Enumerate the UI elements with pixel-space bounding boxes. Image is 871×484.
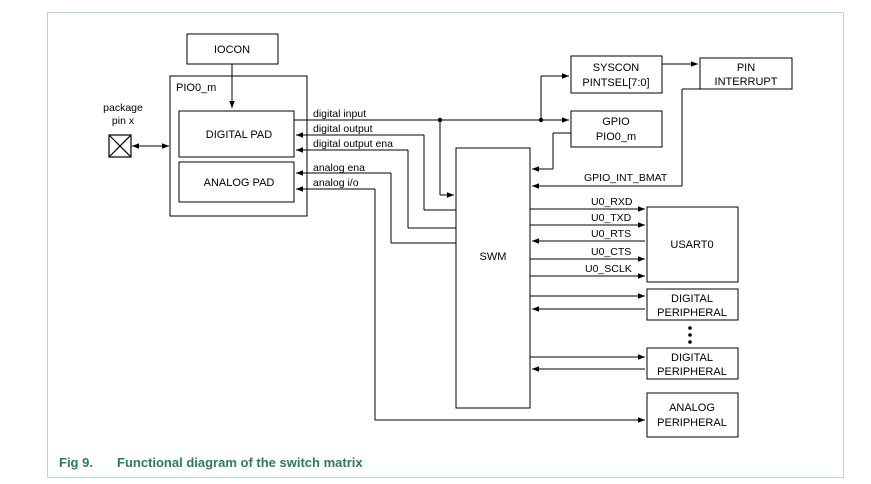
signal-u0-rxd: U0_RXD: [591, 196, 633, 208]
gpio-label-line2: PIO0_m: [596, 131, 636, 143]
syscon-block: SYSCON PINTSEL[7:0]: [570, 55, 663, 94]
pin-interrupt-block: PIN INTERRUPT: [699, 57, 793, 90]
caption-number: Fig 9.: [59, 455, 93, 470]
signal-u0-txd: U0_TXD: [591, 212, 632, 224]
digital-peripheral-1-line1: DIGITAL: [671, 293, 713, 305]
package-pin: package pin x: [103, 102, 143, 158]
usart0-block: USART0: [646, 206, 739, 283]
digital-peripheral-1-block: DIGITAL PERIPHERAL: [646, 288, 739, 321]
digital-pad-block: [178, 110, 295, 158]
digital-peripheral-2-line1: DIGITAL: [671, 352, 713, 364]
signal-u0-rts: U0_RTS: [591, 228, 631, 240]
analog-peripheral-line2: PERIPHERAL: [657, 417, 727, 429]
iocon-label: IOCON: [214, 44, 250, 56]
cross-box-icon: [108, 134, 132, 158]
pin-interrupt-label-line1: PIN: [737, 62, 755, 74]
figure-frame: [47, 12, 844, 478]
analog-ena-wire: [296, 170, 456, 244]
analog-pad-label: ANALOG PAD: [204, 177, 275, 189]
gpio-to-swm-wire: [532, 132, 571, 172]
analog-peripheral-line1: ANALOG: [669, 402, 715, 414]
analog-io-wire: [296, 186, 645, 423]
pin-interrupt-label-line2: INTERRUPT: [715, 76, 778, 88]
syscon-label-line2: PINTSEL[7:0]: [582, 77, 649, 89]
package-label-line2: pin x: [112, 115, 135, 127]
signal-analog-io: analog i/o: [313, 177, 359, 189]
signal-digital-output-ena: digital output ena: [313, 138, 393, 150]
analog-peripheral-block: ANALOG PERIPHERAL: [646, 392, 739, 438]
signal-u0-sclk: U0_SCLK: [585, 263, 632, 275]
pio0-m-block: PIO0_m DIGITAL PAD ANALOG PAD: [169, 75, 308, 217]
usart-signal-wires: [530, 206, 645, 279]
digital-output-wire: [296, 132, 456, 211]
junction-dot-2: [538, 117, 544, 123]
swm-label: SWM: [480, 251, 507, 263]
analog-pad-block: [178, 161, 295, 203]
signal-digital-output: digital output: [313, 123, 373, 135]
digital-peripheral-1-line2: PERIPHERAL: [657, 307, 727, 319]
digital-output-ena-wire: [296, 147, 456, 229]
gpio-label-line1: GPIO: [602, 116, 630, 128]
pio0-m-label: PIO0_m: [176, 82, 216, 94]
signal-gpio-int-bmat: GPIO_INT_BMAT: [584, 172, 668, 184]
digital-pad-label: DIGITAL PAD: [206, 129, 272, 141]
figure-caption: Fig 9. Functional diagram of the switch m…: [59, 455, 363, 470]
digital-peripheral-wires: [530, 293, 645, 372]
junction-dot-1: [437, 117, 443, 123]
iocon-block: IOCON: [186, 33, 279, 65]
swm-block: SWM: [455, 147, 531, 409]
signal-u0-cts: U0_CTS: [591, 246, 631, 258]
signal-digital-input: digital input: [313, 108, 366, 120]
digital-peripheral-2-block: DIGITAL PERIPHERAL: [646, 347, 739, 380]
digital-peripheral-2-line2: PERIPHERAL: [657, 366, 727, 378]
signal-analog-ena: analog ena: [313, 162, 365, 174]
syscon-label-line1: SYSCON: [593, 62, 640, 74]
gpio-int-bmat-wire: [532, 88, 700, 189]
caption-title: Functional diagram of the switch matrix: [117, 455, 363, 470]
gpio-block: GPIO PIO0_m: [570, 110, 663, 148]
package-label-line1: package: [103, 102, 143, 114]
ellipsis-dots: [688, 326, 692, 344]
digital-input-wire: [294, 73, 569, 198]
usart0-label: USART0: [670, 239, 713, 251]
